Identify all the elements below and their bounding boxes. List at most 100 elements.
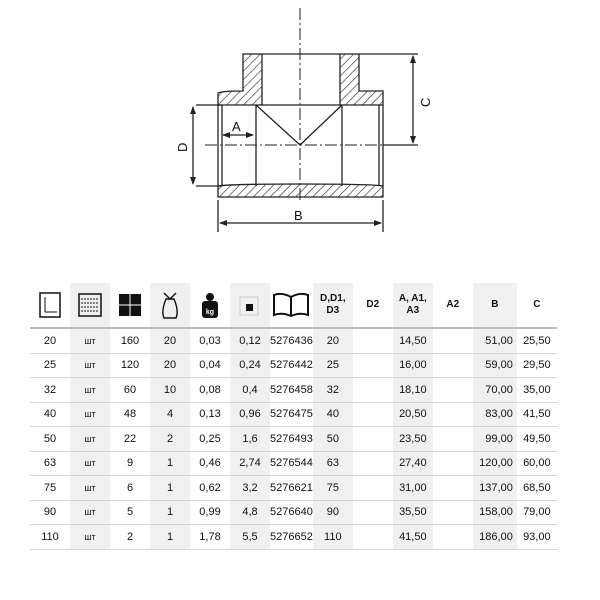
- table-cell: 0,99: [190, 500, 230, 525]
- table-cell: 4,8: [230, 500, 270, 525]
- table-cell: 20,50: [392, 402, 433, 427]
- table-cell: 90: [312, 500, 353, 525]
- table-cell: 5276640: [270, 500, 313, 525]
- table-cell: 60: [110, 377, 150, 403]
- table-cell: 16,00: [392, 353, 433, 378]
- table-cell: 0,25: [190, 426, 230, 452]
- table-cell: 120: [110, 353, 150, 378]
- col-d: D,D1, D3: [312, 283, 353, 328]
- table-cell: 1,6: [230, 426, 270, 452]
- table-cell: шт: [70, 451, 110, 476]
- table-cell: 0,08: [190, 377, 230, 403]
- col-a: A, A1, A3: [392, 283, 433, 328]
- table-cell: 50: [30, 426, 70, 452]
- table-cell: [352, 353, 393, 378]
- dim-d-label: D: [175, 143, 190, 152]
- table-cell: 29,50: [516, 353, 557, 378]
- table-cell: 99,00: [472, 426, 517, 452]
- table-cell: 1: [150, 524, 190, 550]
- unit-abacus-icon: [70, 283, 110, 328]
- table-cell: [432, 328, 473, 354]
- table-cell: 1: [150, 475, 190, 501]
- table-cell: 20: [150, 328, 190, 354]
- table-cell: 1: [150, 451, 190, 476]
- catalog-book-icon: [270, 283, 313, 328]
- table-cell: 0,24: [230, 353, 270, 378]
- table-cell: 79,00: [516, 500, 557, 525]
- table-cell: 5,5: [230, 524, 270, 550]
- table-cell: 110: [30, 524, 70, 550]
- table-cell: 59,00: [472, 353, 517, 378]
- table-cell: 137,00: [472, 475, 517, 501]
- table-cell: шт: [70, 328, 110, 354]
- table-cell: [432, 475, 473, 501]
- table-cell: 25: [30, 353, 70, 378]
- table-cell: 49,50: [516, 426, 557, 452]
- table-cell: 25,50: [516, 328, 557, 354]
- dim-a-label: A: [232, 119, 241, 134]
- table-cell: 5276436: [270, 328, 313, 354]
- table-cell: 0,62: [190, 475, 230, 501]
- table-cell: 9: [110, 451, 150, 476]
- table-cell: 186,00: [472, 524, 517, 550]
- dim-c-label: C: [418, 98, 433, 107]
- table-cell: шт: [70, 500, 110, 525]
- table-cell: [432, 402, 473, 427]
- col-d2: D2: [366, 299, 380, 310]
- tee-fitting-drawing: A B C D: [175, 8, 433, 232]
- table-cell: 27,40: [392, 451, 433, 476]
- table-cell: 120,00: [472, 451, 517, 476]
- table-cell: 32: [312, 377, 353, 403]
- table-cell: 0,03: [190, 328, 230, 354]
- table-cell: 41,50: [392, 524, 433, 550]
- table-cell: [432, 426, 473, 452]
- col-a2: A2: [446, 299, 460, 310]
- table-cell: 32: [30, 377, 70, 403]
- table-cell: 5276475: [270, 402, 313, 427]
- table-cell: 158,00: [472, 500, 517, 525]
- table-cell: 20: [312, 328, 353, 354]
- table-cell: 68,50: [516, 475, 557, 501]
- table-cell: 50: [312, 426, 353, 452]
- table-cell: 70,00: [472, 377, 517, 403]
- svg-text:kg: kg: [206, 309, 214, 316]
- table-cell: [352, 426, 393, 452]
- table-cell: 6: [110, 475, 150, 501]
- table-cell: 22: [110, 426, 150, 452]
- table-cell: 160: [110, 328, 150, 354]
- table-cell: 2: [110, 524, 150, 550]
- table-cell: 10: [150, 377, 190, 403]
- weight-kg-icon: kg: [190, 283, 230, 328]
- table-cell: 5: [110, 500, 150, 525]
- table-cell: 41,50: [516, 402, 557, 427]
- table-cell: [352, 451, 393, 476]
- table-cell: 5276621: [270, 475, 313, 501]
- table-cell: 83,00: [472, 402, 517, 427]
- table-cell: 1,78: [190, 524, 230, 550]
- table-cell: 25: [312, 353, 353, 378]
- table-cell: шт: [70, 377, 110, 403]
- table-cell: 4: [150, 402, 190, 427]
- table-cell: шт: [70, 426, 110, 452]
- table-cell: 40: [30, 402, 70, 427]
- table-cell: 110: [312, 524, 353, 550]
- table-cell: 5276544: [270, 451, 313, 476]
- table-cell: 60,00: [516, 451, 557, 476]
- table-cell: 2: [150, 426, 190, 452]
- table-cell: 5276442: [270, 353, 313, 378]
- col-c: C: [533, 299, 541, 310]
- table-cell: [432, 377, 473, 403]
- table-cell: 63: [30, 451, 70, 476]
- table-cell: шт: [70, 475, 110, 501]
- table-cell: 35,00: [516, 377, 557, 403]
- table-cell: 0,13: [190, 402, 230, 427]
- table-cell: [352, 475, 393, 501]
- table-cell: 18,10: [392, 377, 433, 403]
- table-cell: 51,00: [472, 328, 517, 354]
- table-cell: 75: [30, 475, 70, 501]
